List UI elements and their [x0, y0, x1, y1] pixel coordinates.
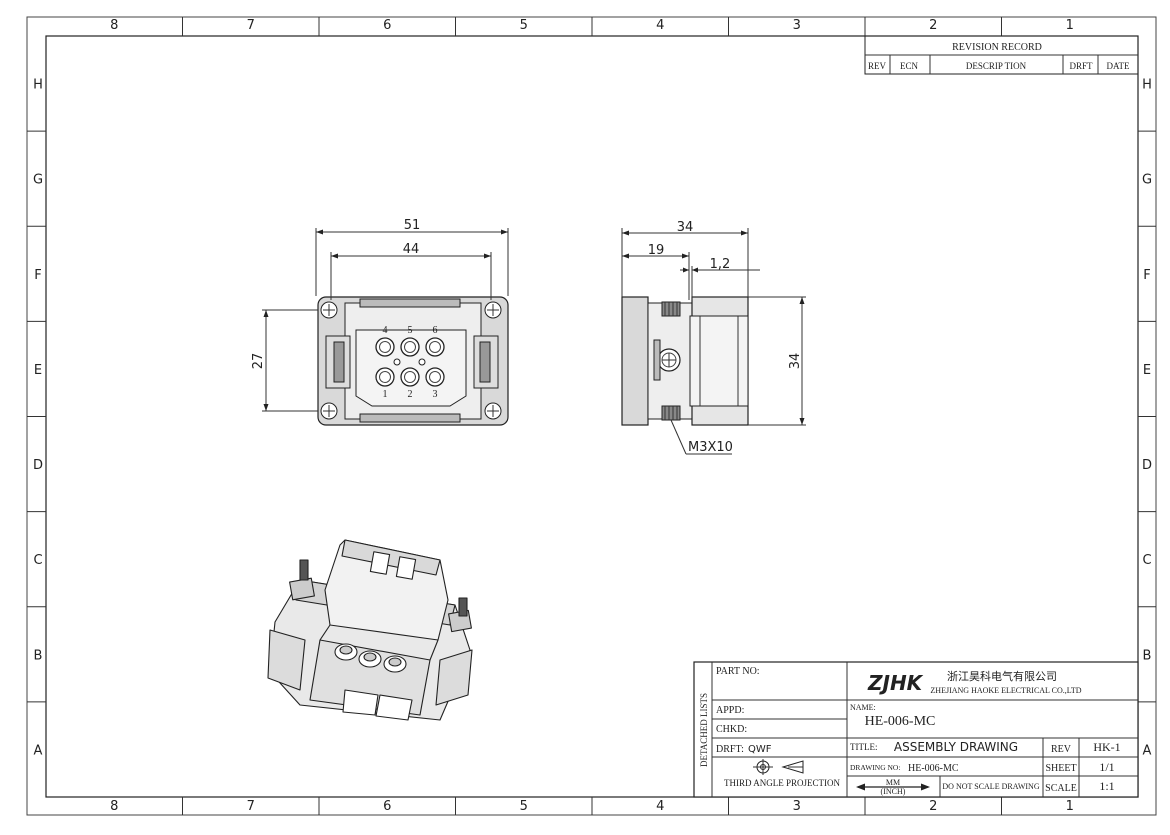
- zone-column-label-top: 1: [1066, 18, 1074, 33]
- zone-column-label-bottom: 4: [656, 799, 664, 814]
- appd-label: APPD:: [716, 705, 744, 716]
- zone-row-label-left: G: [33, 173, 43, 188]
- scale-label: SCALE: [1045, 783, 1077, 794]
- company-name-en: ZHEJIANG HAOKE ELECTRICAL CO.,LTD: [930, 686, 1081, 695]
- revision-record-table: REVISION RECORD REV ECN DESCRIP TION DRF…: [864, 35, 1139, 75]
- zone-row-label-right: H: [1142, 78, 1152, 93]
- pin-label-1: 1: [383, 389, 388, 400]
- date-header: DATE: [1107, 61, 1130, 71]
- side-view: 34 19 1,2 34 M3X10: [621, 220, 806, 455]
- zone-row-label-left: B: [34, 648, 43, 663]
- sheet-label: SHEET: [1045, 763, 1076, 774]
- drawing-no-value: HE-006-MC: [908, 763, 959, 774]
- units-inch: (INCH): [881, 787, 906, 796]
- zone-column-label-bottom: 7: [247, 799, 255, 814]
- title-label: TITLE:: [850, 742, 878, 752]
- dim-offset: 1,2: [710, 257, 731, 272]
- front-view: 4 5 6 1 2 3 51 44 27: [251, 218, 509, 426]
- zone-row-label-left: E: [34, 363, 42, 378]
- dim-inner-width: 44: [403, 242, 420, 257]
- zone-column-label-bottom: 6: [383, 799, 391, 814]
- rev-value: HK-1: [1093, 740, 1120, 754]
- drawing-no-label: DRAWING NO:: [850, 763, 900, 772]
- zone-row-label-right: F: [1143, 268, 1150, 283]
- zone-column-label-bottom: 1: [1066, 799, 1074, 814]
- scale-value: 1:1: [1099, 779, 1114, 793]
- units-arrow-icon: [856, 783, 930, 791]
- zone-row-label-right: E: [1143, 363, 1151, 378]
- zone-column-label-top: 6: [383, 18, 391, 33]
- dim-side-width: 34: [677, 220, 694, 235]
- pin-label-3: 3: [433, 389, 438, 400]
- zone-column-label-bottom: 8: [110, 799, 118, 814]
- title-block: DETACHED LISTS PART NO: APPD: CHKD: DRFT…: [693, 661, 1139, 798]
- zone-row-label-left: F: [34, 268, 41, 283]
- zone-column-label-bottom: 2: [929, 799, 937, 814]
- detached-lists-label: DETACHED LISTS: [699, 693, 709, 767]
- name-value: HE-006-MC: [865, 714, 936, 729]
- zone-row-label-right: C: [1142, 553, 1151, 568]
- screw-callout: M3X10: [688, 440, 733, 455]
- part-no-label: PART NO:: [716, 666, 760, 677]
- zone-column-label-top: 7: [247, 18, 255, 33]
- dim-side-height: 34: [788, 353, 803, 370]
- screw: [661, 301, 681, 421]
- zone-column-label-top: 4: [656, 18, 664, 33]
- pin-label-4: 4: [383, 325, 388, 336]
- zone-row-label-left: A: [34, 743, 43, 758]
- rev-header: REV: [868, 61, 887, 71]
- pin-label-5: 5: [408, 325, 413, 336]
- name-label: NAME:: [850, 703, 876, 712]
- zone-row-label-left: D: [33, 458, 43, 473]
- sheet-value: 1/1: [1099, 760, 1114, 774]
- contact-pin: [375, 337, 445, 387]
- dim-partial: 19: [648, 243, 665, 258]
- drft-label: DRFT:: [716, 744, 744, 755]
- company-name-cn: 浙江昊科电气有限公司: [947, 669, 1057, 683]
- drft-value: QWF: [748, 744, 772, 755]
- description-header: DESCRIP TION: [966, 61, 1027, 71]
- zone-column-label-top: 2: [929, 18, 937, 33]
- zone-row-label-left: C: [33, 553, 42, 568]
- zone-row-label-left: H: [33, 78, 43, 93]
- zone-row-label-right: G: [1142, 173, 1152, 188]
- company-logo: ZJHK: [867, 671, 924, 695]
- third-angle-projection-icon: [753, 759, 804, 775]
- drft-header: DRFT: [1069, 61, 1093, 71]
- dim-height: 27: [251, 353, 266, 370]
- rev-label: REV: [1051, 744, 1072, 755]
- zone-row-label-right: A: [1143, 743, 1152, 758]
- pin-label-2: 2: [408, 389, 413, 400]
- zone-column-label-bottom: 5: [520, 799, 528, 814]
- zone-column-label-top: 8: [110, 18, 118, 33]
- units-mm: MM: [886, 778, 900, 787]
- corner-screw: [320, 301, 502, 420]
- zone-column-label-top: 3: [793, 18, 801, 33]
- pin-label-6: 6: [433, 325, 438, 336]
- zone-column-label-top: 5: [520, 18, 528, 33]
- zone-column-label-bottom: 3: [793, 799, 801, 814]
- zone-row-label-right: D: [1142, 458, 1152, 473]
- scale-note: DO NOT SCALE DRAWING: [942, 782, 1039, 791]
- zone-row-label-right: B: [1143, 648, 1152, 663]
- ecn-header: ECN: [900, 61, 919, 71]
- chkd-label: CHKD:: [716, 724, 747, 735]
- projection-label: THIRD ANGLE PROJECTION: [724, 778, 840, 788]
- dim-overall-width: 51: [404, 218, 421, 233]
- revision-record-title: REVISION RECORD: [952, 42, 1042, 53]
- isometric-view: [267, 539, 473, 721]
- title-value: ASSEMBLY DRAWING: [894, 740, 1018, 754]
